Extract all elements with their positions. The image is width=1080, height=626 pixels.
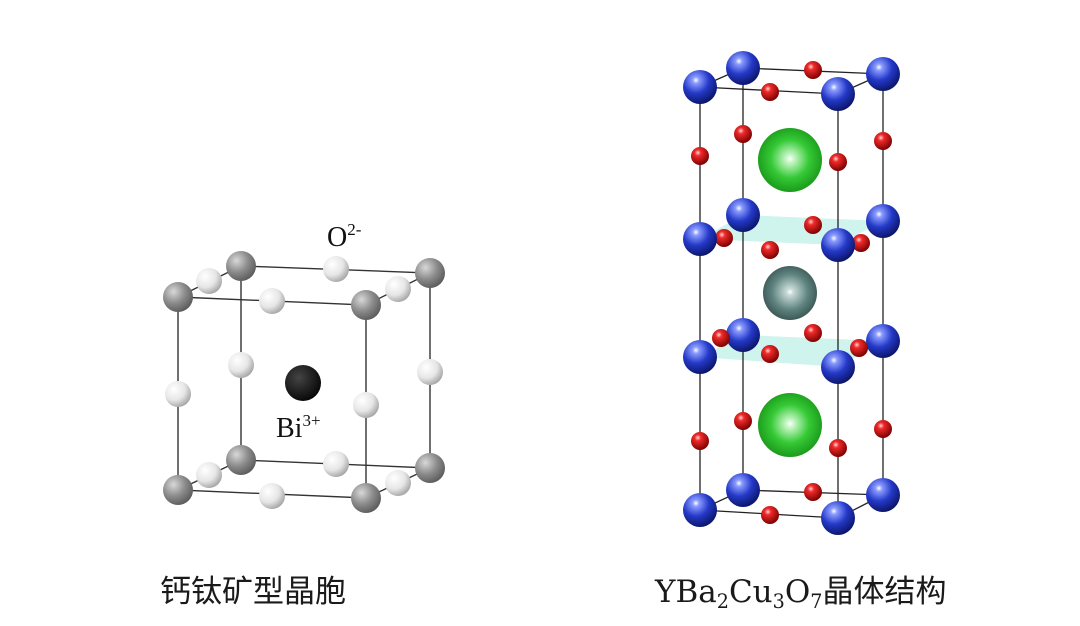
formula-subscript: 3 (772, 589, 785, 613)
copper-atom (726, 473, 760, 507)
ybco-caption: YBa2Cu3O7晶体结构 (655, 566, 947, 611)
oxygen-atom (259, 288, 285, 314)
oxygen-atom (804, 61, 822, 79)
oxygen-atom (353, 392, 379, 418)
oxygen-atom (385, 470, 411, 496)
oxygen-atom (734, 412, 752, 430)
formula-text: O (784, 574, 811, 610)
oxygen-atom (761, 83, 779, 101)
copper-atom (821, 77, 855, 111)
corner-atom (351, 483, 381, 513)
oxygen-atom (829, 153, 847, 171)
copper-atom (821, 350, 855, 384)
oxygen-atom (323, 451, 349, 477)
oxygen-atom (804, 483, 822, 501)
copper-atom (821, 228, 855, 262)
oxygen-atom (323, 256, 349, 282)
formula-text: 晶体结构 (822, 574, 947, 610)
formula-subscript: 7 (810, 589, 823, 613)
oxygen-atom (804, 216, 822, 234)
corner-atom (226, 251, 256, 281)
copper-atom (726, 318, 760, 352)
oxygen-atom (417, 359, 443, 385)
oxygen-atom (385, 276, 411, 302)
oxygen-atom (196, 462, 222, 488)
oxygen-atom (228, 352, 254, 378)
oxygen-atom (874, 420, 892, 438)
oxygen-atom (691, 432, 709, 450)
oxygen-atom (196, 268, 222, 294)
oxygen-label: O2- (327, 220, 362, 253)
bismuth-label: Bi3+ (276, 411, 321, 444)
copper-atom (726, 51, 760, 85)
formula-subscript: 2 (716, 589, 729, 613)
copper-atom (683, 70, 717, 104)
oxygen-atom (165, 381, 191, 407)
oxygen-atom (852, 234, 870, 252)
copper-atom (866, 478, 900, 512)
oxygen-atom (761, 345, 779, 363)
copper-atom (683, 493, 717, 527)
oxygen-atom (259, 483, 285, 509)
oxygen-atom (734, 125, 752, 143)
copper-atom (683, 222, 717, 256)
oxygen-atom (715, 229, 733, 247)
perovskite-caption: 钙钛矿型晶胞 (160, 574, 346, 610)
corner-atom (415, 453, 445, 483)
corner-atom (415, 258, 445, 288)
copper-atom (821, 501, 855, 535)
copper-atom (866, 204, 900, 238)
barium-atom (758, 393, 822, 457)
corner-atom (351, 290, 381, 320)
oxygen-atom (850, 339, 868, 357)
corner-atom (163, 282, 193, 312)
yttrium-atom (763, 266, 817, 320)
oxygen-atom (874, 132, 892, 150)
corner-atom (226, 445, 256, 475)
ybco-crystal-structure (683, 51, 900, 535)
oxygen-atom (829, 439, 847, 457)
oxygen-atom (691, 147, 709, 165)
barium-atom (758, 128, 822, 192)
formula-text: Cu (728, 574, 773, 610)
oxygen-atom (712, 329, 730, 347)
oxygen-atom (761, 506, 779, 524)
oxygen-atom (761, 241, 779, 259)
corner-atom (163, 475, 193, 505)
perovskite-unit-cell: O2- Bi3+ (163, 220, 445, 513)
copper-atom (726, 198, 760, 232)
formula-text: YBa (655, 574, 717, 610)
oxygen-atom (804, 324, 822, 342)
bismuth-atom (285, 365, 321, 401)
copper-atom (866, 57, 900, 91)
copper-atom (683, 340, 717, 374)
copper-atom (866, 324, 900, 358)
